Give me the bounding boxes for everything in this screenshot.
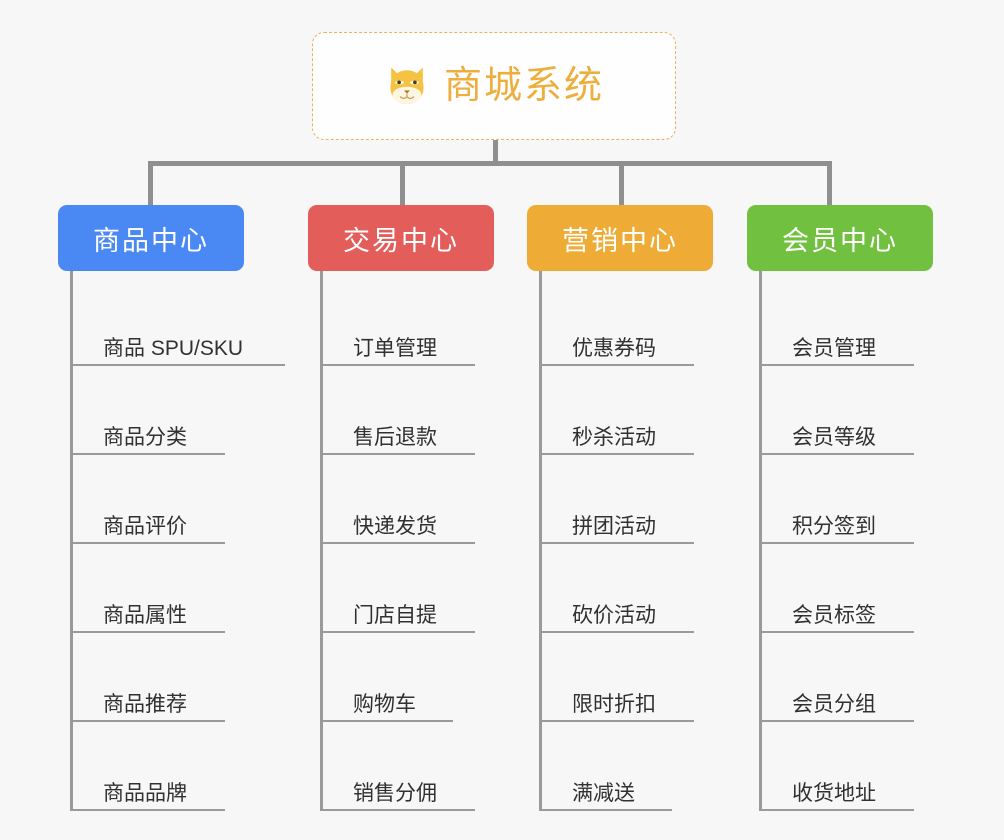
branch-header-1[interactable]: 商品中心 xyxy=(58,205,244,271)
leaf-item[interactable]: 积分签到 xyxy=(762,455,933,544)
leaf-underline xyxy=(73,542,225,544)
branch-header-2[interactable]: 交易中心 xyxy=(308,205,494,271)
branch-header-label: 会员中心 xyxy=(782,225,898,256)
leaf-item[interactable]: 商品推荐 xyxy=(73,633,244,722)
leaf-item[interactable]: 商品属性 xyxy=(73,544,244,633)
leaf-item[interactable]: 购物车 xyxy=(323,633,494,722)
leaf-label: 商品属性 xyxy=(103,603,187,627)
leaf-item[interactable]: 拼团活动 xyxy=(542,455,713,544)
leaf-underline xyxy=(323,809,475,811)
leaf-label: 会员管理 xyxy=(792,336,876,360)
leaf-underline xyxy=(73,631,225,633)
branch-header-label: 交易中心 xyxy=(343,225,459,256)
leaf-item[interactable]: 订单管理 xyxy=(323,277,494,366)
leaf-label: 会员等级 xyxy=(792,425,876,449)
leaf-item[interactable]: 秒杀活动 xyxy=(542,366,713,455)
leaf-label: 售后退款 xyxy=(353,425,437,449)
leaf-underline xyxy=(73,720,225,722)
branch-items-2: 订单管理 售后退款 快递发货 门店自提 购物车 销售分佣 xyxy=(320,271,494,811)
leaf-label: 商品评价 xyxy=(103,514,187,538)
leaf-underline xyxy=(542,364,694,366)
leaf-underline xyxy=(542,631,694,633)
leaf-underline xyxy=(762,720,914,722)
leaf-underline xyxy=(542,453,694,455)
branch-column-3: 营销中心 优惠券码 秒杀活动 拼团活动 砍价活动 限时折扣 xyxy=(527,205,713,811)
leaf-underline xyxy=(542,809,672,811)
leaf-label: 优惠券码 xyxy=(572,336,656,360)
branch-column-2: 交易中心 订单管理 售后退款 快递发货 门店自提 购物车 xyxy=(308,205,494,811)
branch-header-label: 商品中心 xyxy=(93,225,209,256)
leaf-underline xyxy=(762,631,914,633)
leaf-label: 砍价活动 xyxy=(572,603,656,627)
leaf-label: 限时折扣 xyxy=(572,692,656,716)
leaf-label: 快递发货 xyxy=(353,514,437,538)
connector-drop-3 xyxy=(619,161,624,205)
leaf-item[interactable]: 商品品牌 xyxy=(73,722,244,811)
branch-items-3: 优惠券码 秒杀活动 拼团活动 砍价活动 限时折扣 满减送 xyxy=(539,271,713,811)
branch-column-4: 会员中心 会员管理 会员等级 积分签到 会员标签 会员分组 xyxy=(747,205,933,811)
leaf-label: 拼团活动 xyxy=(572,514,656,538)
leaf-underline xyxy=(762,809,914,811)
leaf-label: 会员标签 xyxy=(792,603,876,627)
branch-items-1: 商品 SPU/SKU 商品分类 商品评价 商品属性 商品推荐 商品品牌 xyxy=(70,271,285,811)
root-node[interactable]: 商城系统 xyxy=(312,32,676,140)
leaf-label: 商品 SPU/SKU xyxy=(103,336,244,360)
leaf-item[interactable]: 限时折扣 xyxy=(542,633,713,722)
connector-drop-2 xyxy=(400,161,405,205)
leaf-underline xyxy=(323,453,475,455)
leaf-item[interactable]: 优惠券码 xyxy=(542,277,713,366)
connector-root-stem xyxy=(493,140,498,164)
leaf-item[interactable]: 会员管理 xyxy=(762,277,933,366)
connector-drop-4 xyxy=(827,161,832,205)
leaf-item[interactable]: 会员标签 xyxy=(762,544,933,633)
leaf-label: 订单管理 xyxy=(353,336,437,360)
leaf-label: 积分签到 xyxy=(792,514,876,538)
leaf-item[interactable]: 门店自提 xyxy=(323,544,494,633)
leaf-item[interactable]: 会员分组 xyxy=(762,633,933,722)
root-title: 商城系统 xyxy=(443,65,604,107)
leaf-label: 收货地址 xyxy=(792,781,876,805)
leaf-item[interactable]: 收货地址 xyxy=(762,722,933,811)
connector-horizontal-bus xyxy=(148,161,832,166)
leaf-label: 商品品牌 xyxy=(103,781,187,805)
leaf-label: 商品分类 xyxy=(103,425,187,449)
leaf-underline xyxy=(762,364,914,366)
leaf-underline xyxy=(762,542,914,544)
leaf-underline xyxy=(323,364,475,366)
branch-column-1: 商品中心 商品 SPU/SKU 商品分类 商品评价 商品属性 商品推荐 xyxy=(58,205,285,811)
leaf-underline xyxy=(323,542,475,544)
leaf-item[interactable]: 砍价活动 xyxy=(542,544,713,633)
connector-drop-1 xyxy=(148,161,153,205)
branch-header-4[interactable]: 会员中心 xyxy=(747,205,933,271)
leaf-underline xyxy=(323,720,453,722)
leaf-item[interactable]: 满减送 xyxy=(542,722,713,811)
leaf-label: 销售分佣 xyxy=(353,781,437,805)
branch-header-3[interactable]: 营销中心 xyxy=(527,205,713,271)
leaf-underline xyxy=(542,542,694,544)
shiba-dog-icon xyxy=(390,67,424,104)
leaf-underline xyxy=(542,720,694,722)
leaf-underline xyxy=(73,364,285,366)
leaf-item[interactable]: 商品 SPU/SKU xyxy=(73,277,285,366)
leaf-underline xyxy=(323,631,475,633)
leaf-label: 秒杀活动 xyxy=(572,425,656,449)
branch-header-label: 营销中心 xyxy=(562,225,678,256)
leaf-item[interactable]: 售后退款 xyxy=(323,366,494,455)
leaf-item[interactable]: 商品分类 xyxy=(73,366,244,455)
leaf-item[interactable]: 会员等级 xyxy=(762,366,933,455)
leaf-label: 购物车 xyxy=(353,692,416,716)
leaf-label: 会员分组 xyxy=(792,692,876,716)
leaf-label: 满减送 xyxy=(572,781,635,805)
leaf-item[interactable]: 销售分佣 xyxy=(323,722,494,811)
leaf-label: 商品推荐 xyxy=(103,692,187,716)
leaf-underline xyxy=(73,453,225,455)
leaf-label: 门店自提 xyxy=(353,603,437,627)
leaf-underline xyxy=(73,809,225,811)
branch-items-4: 会员管理 会员等级 积分签到 会员标签 会员分组 收货地址 xyxy=(759,271,933,811)
leaf-item[interactable]: 快递发货 xyxy=(323,455,494,544)
leaf-underline xyxy=(762,453,914,455)
leaf-item[interactable]: 商品评价 xyxy=(73,455,244,544)
